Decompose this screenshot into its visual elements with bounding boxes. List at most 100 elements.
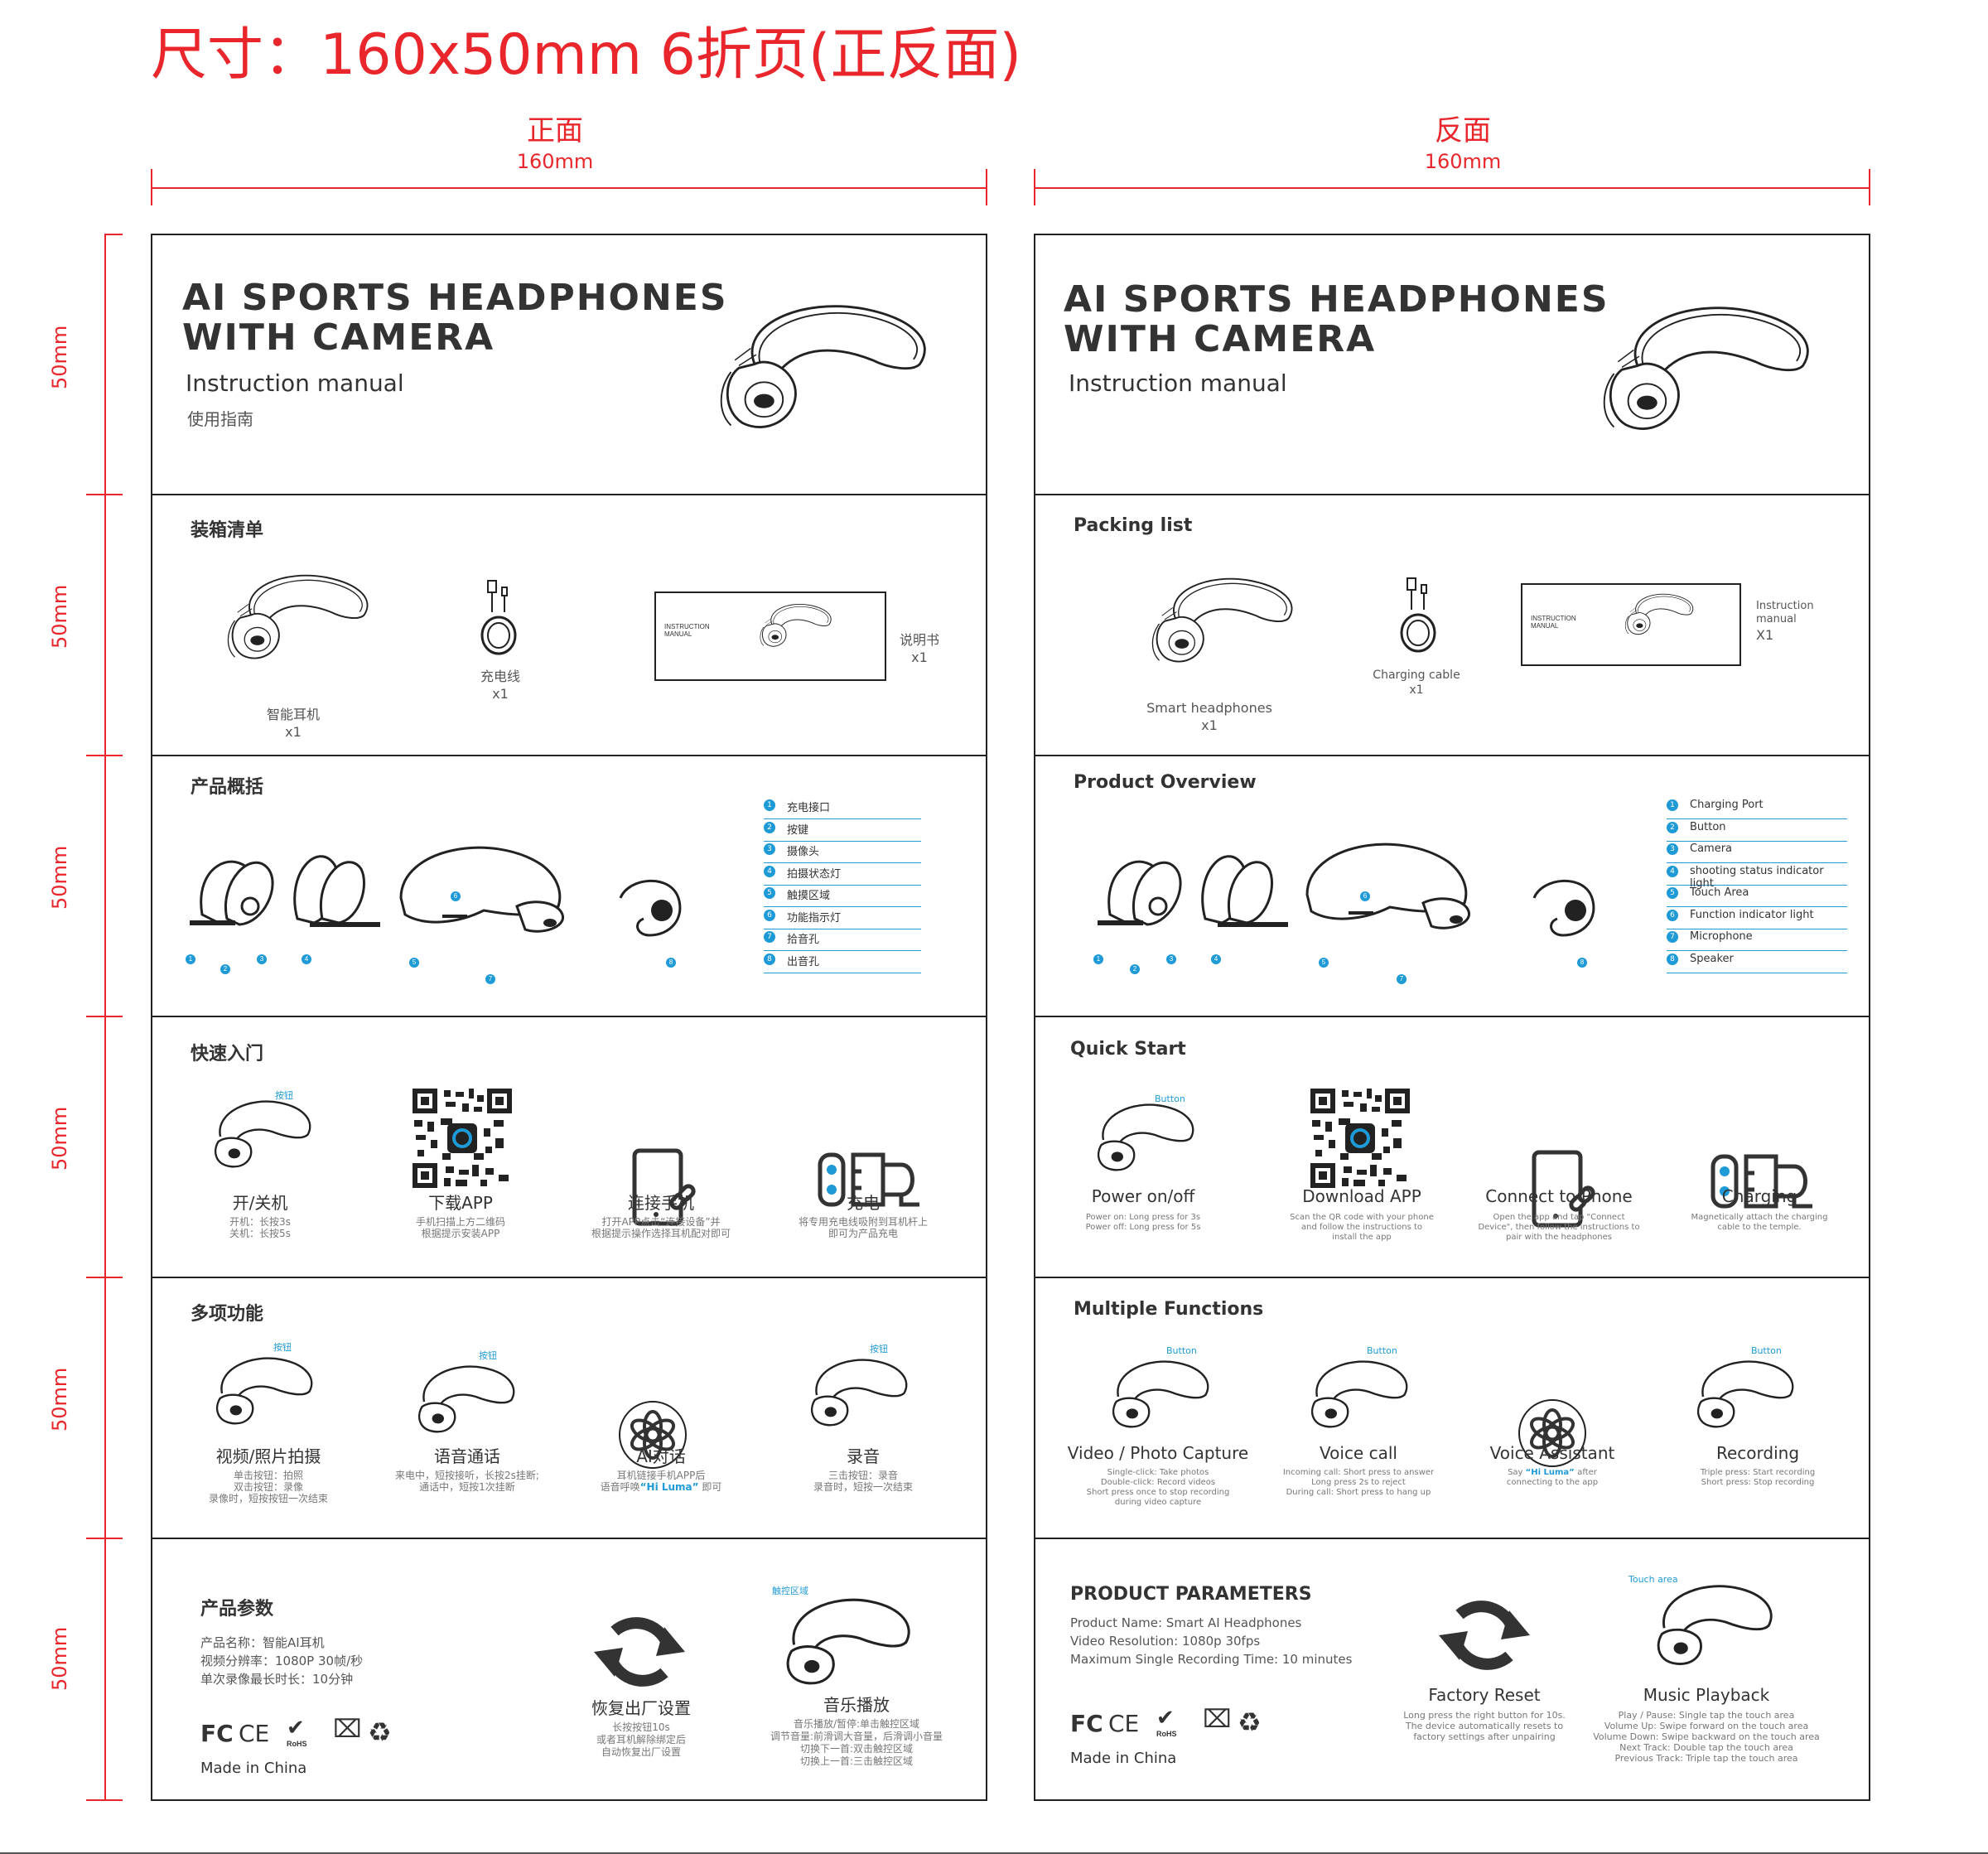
fold-divider	[152, 1277, 986, 1278]
earpieces-illustration	[1098, 855, 1288, 927]
back-width-label: 160mm	[1424, 150, 1502, 173]
headphone-illustration	[1624, 593, 1694, 635]
headphone-illustration	[720, 305, 926, 429]
ce-mark: CE	[239, 1720, 270, 1747]
feature-desc: 开机：长按3s 关机：长按5s	[229, 1216, 291, 1239]
button-tag: Button	[1367, 1345, 1397, 1356]
headphone-button-illustration	[214, 1100, 311, 1168]
legend-number-badge: 7	[1667, 931, 1678, 943]
legend-label: 功能指示灯	[787, 911, 842, 925]
feature-desc: 耳机链接手机APP后 语音呼唤“Hi Luma” 即可	[600, 1470, 722, 1493]
height-label: 50mm	[48, 1626, 71, 1691]
quickstart-heading: Quick Start	[1070, 1039, 1186, 1060]
back-dim-tick-right	[1869, 169, 1870, 205]
quickstart-heading: 快速入门	[191, 1044, 264, 1065]
legend-number-badge: 4	[1667, 865, 1678, 877]
feature-title: Video / Photo Capture	[1067, 1443, 1249, 1463]
functions-heading: Multiple Functions	[1074, 1299, 1264, 1320]
front-label-block: 正面 160mm	[472, 113, 638, 174]
touch-area-tag: Touch area	[1629, 1574, 1678, 1585]
made-in: Made in China	[200, 1760, 307, 1777]
headphone-touch-illustration	[1657, 1585, 1773, 1665]
feature-desc: 手机扫描上方二维码 根据提示安装APP	[415, 1216, 505, 1239]
front-label: 正面	[527, 114, 583, 147]
earpiece-speaker-illustration	[619, 879, 682, 937]
back-label-block: 反面 160mm	[1380, 113, 1546, 174]
music-desc: 音乐播放/暂停:单击触控区域 调节音量:前滑调大音量，后滑调小音量 切换下一首:…	[770, 1718, 943, 1767]
fold-divider	[1035, 1016, 1869, 1017]
height-tick	[104, 234, 123, 235]
button-tag: 按钮	[273, 1342, 292, 1353]
overview-heading: Product Overview	[1074, 772, 1257, 793]
music-desc: Play / Pause: Single tap the touch area …	[1593, 1710, 1820, 1764]
fold-divider	[1035, 1277, 1869, 1278]
cover-subtitle: Instruction manual	[186, 369, 404, 397]
height-dimension-line	[104, 234, 106, 1801]
legend-label: Function indicator light	[1690, 908, 1814, 921]
param-line: Video Resolution: 1080p 30fps	[1070, 1634, 1261, 1649]
legend-label: 拾音孔	[787, 934, 820, 946]
check-icon: ✔	[287, 1715, 305, 1740]
headphone-side-illustration	[399, 846, 564, 933]
param-line: 产品名称：智能AI耳机	[200, 1635, 325, 1650]
ai-prefix: Say	[1508, 1468, 1526, 1477]
cover-title: AI SPORTS HEADPHONES WITH CAMERA	[182, 277, 728, 359]
param-line: 单次录像最长时长：10分钟	[200, 1672, 354, 1687]
callout-5: 5	[1319, 958, 1329, 968]
ce-mark: CE	[1108, 1710, 1140, 1737]
height-label: 50mm	[48, 1367, 71, 1432]
legend-item: 8 Speaker	[1667, 951, 1847, 973]
legend-label: Button	[1690, 820, 1726, 833]
headphone-illustration	[760, 603, 832, 647]
feature-title: 录音	[847, 1446, 880, 1466]
callout-5: 5	[409, 958, 419, 968]
feature-title: Voice Assistant	[1489, 1443, 1615, 1463]
headphone-side-illustration	[1305, 843, 1470, 929]
legend-number-badge: 8	[764, 953, 775, 965]
cable-icon	[480, 580, 517, 655]
callout-7: 7	[1397, 974, 1407, 984]
headphone-button-illustration	[1696, 1360, 1794, 1428]
legend-label: 出音孔	[787, 955, 820, 968]
height-label: 50mm	[48, 584, 71, 649]
feature-desc: Single-click: Take photos Double-click: …	[1086, 1468, 1230, 1507]
height-tick	[86, 1016, 123, 1017]
page-title: 尺寸：160x50mm 6折页(正反面)	[151, 22, 1021, 88]
legend-number-badge: 8	[1667, 953, 1678, 965]
legend-number-badge: 1	[764, 799, 775, 811]
feature-title: Voice call	[1320, 1443, 1397, 1463]
callout-2: 2	[1130, 964, 1140, 974]
back-label: 反面	[1435, 114, 1491, 147]
recycle-icon: ♻	[1238, 1707, 1262, 1737]
feature-title: 连接手机	[628, 1193, 694, 1213]
height-tick	[86, 1799, 123, 1801]
legend-label: Speaker	[1690, 952, 1734, 965]
legend-number-badge: 2	[764, 821, 775, 833]
legend-item: 8 出音孔	[764, 951, 921, 973]
reset-desc: Long press the right button for 10s. The…	[1403, 1710, 1566, 1742]
feature-desc: Scan the QR code with your phone and fol…	[1290, 1213, 1434, 1242]
ai-wake-word: “Hi Luma”	[1525, 1468, 1578, 1477]
back-width-dimension	[1034, 187, 1870, 189]
feature-desc: 打开APP点击“连接设备”并 根据提示操作选择耳机配对即可	[591, 1216, 731, 1239]
reset-title: Factory Reset	[1428, 1685, 1541, 1705]
feature-desc: Incoming call: Short press to answer Lon…	[1282, 1468, 1435, 1497]
legend-item: 7 拾音孔	[764, 929, 921, 951]
ai-wake-word: “Hi Luma”	[639, 1481, 699, 1493]
params-list: Product Name: Smart AI Headphones Video …	[1070, 1614, 1352, 1668]
headphone-button-illustration	[1112, 1360, 1209, 1428]
params-heading: PRODUCT PARAMETERS	[1070, 1584, 1312, 1605]
headphone-button-illustration	[1097, 1103, 1194, 1171]
headphone-illustration	[227, 574, 369, 659]
check-icon: ✔	[1156, 1705, 1175, 1730]
legend-number-badge: 7	[764, 931, 775, 943]
feature-desc: 单击按钮：拍照 双击按钮：录像 录像时，短按按钮一次结束	[208, 1470, 328, 1504]
height-tick	[86, 494, 123, 495]
